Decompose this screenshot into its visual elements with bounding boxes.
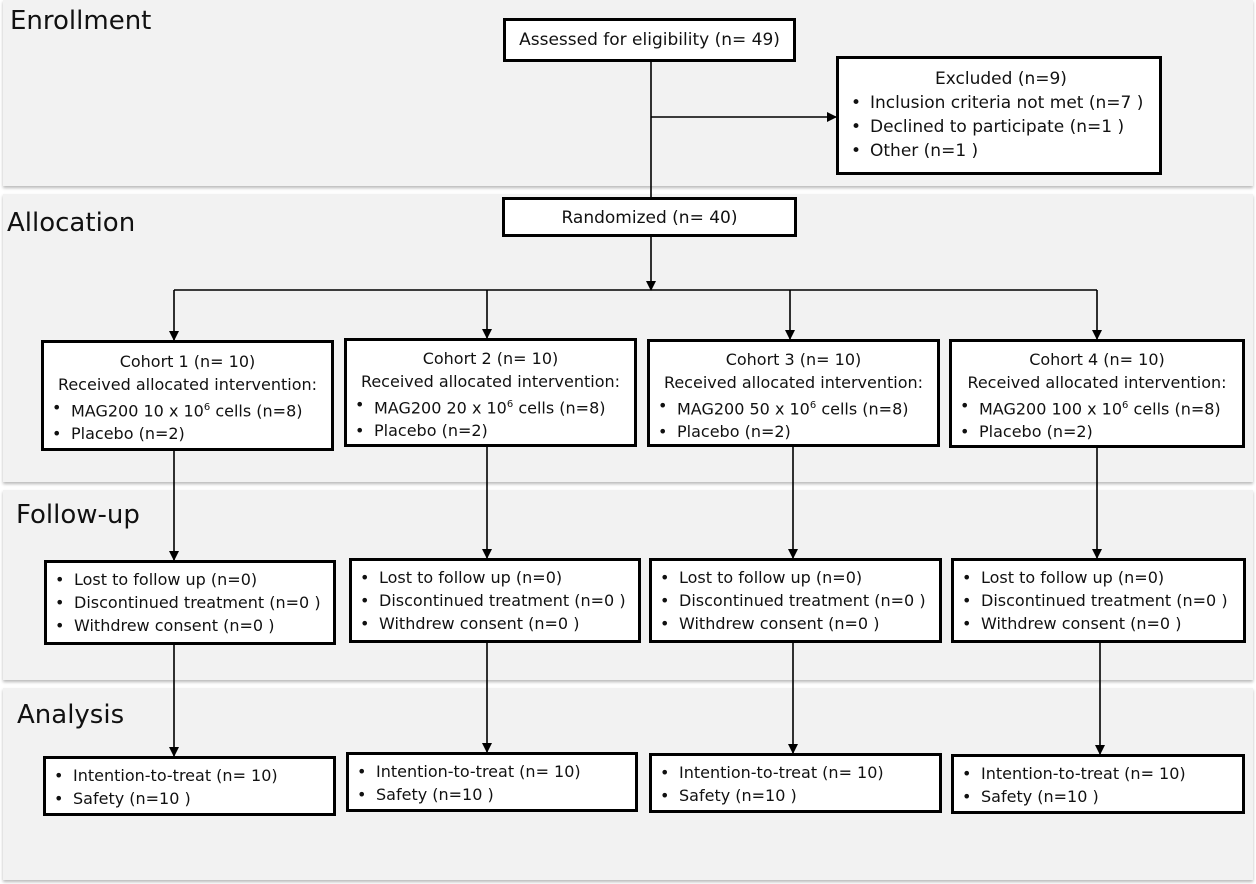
followup-item: Withdrew consent (n=0 ) [652, 612, 939, 635]
analysis-item: Safety (n=10 ) [954, 785, 1242, 808]
analysis-item: Safety (n=10 ) [349, 783, 635, 806]
cohort-title: Cohort 2 (n= 10) [422, 349, 559, 368]
cohort-arms: MAG200 100 x 106 cells (n=8) Placebo (n=… [952, 394, 1242, 443]
cohort-dose: MAG200 20 x 106 cells (n=8) [347, 393, 634, 419]
followup-item: Withdrew consent (n=0 ) [352, 612, 638, 635]
analysis-box-3: Intention-to-treat (n= 10) Safety (n=10 … [649, 753, 942, 813]
stage-title-allocation: Allocation [7, 208, 136, 238]
assessed-box: Assessed for eligibility (n= 49) [503, 18, 796, 62]
randomized-text: Randomized (n= 40) [561, 208, 738, 228]
cohort-subtitle: Received allocated intervention: [663, 373, 924, 392]
assessed-text: Assessed for eligibility (n= 49) [519, 30, 780, 50]
cohort-title: Cohort 3 (n= 10) [725, 350, 862, 369]
cohort-subtitle: Received allocated intervention: [57, 375, 318, 394]
analysis-box-2: Intention-to-treat (n= 10) Safety (n=10 … [346, 752, 638, 812]
analysis-list: Intention-to-treat (n= 10) Safety (n=10 … [954, 762, 1242, 808]
cohort-box-3: Cohort 3 (n= 10) Received allocated inte… [647, 339, 940, 447]
analysis-item: Intention-to-treat (n= 10) [349, 760, 635, 783]
analysis-list: Intention-to-treat (n= 10) Safety (n=10 … [652, 761, 939, 807]
stage-title-enrollment: Enrollment [10, 6, 152, 36]
analysis-box-1: Intention-to-treat (n= 10) Safety (n=10 … [43, 756, 336, 816]
cohort-dose: MAG200 10 x 106 cells (n=8) [44, 396, 331, 422]
cohort-arms: MAG200 10 x 106 cells (n=8) Placebo (n=2… [44, 396, 331, 445]
followup-item: Lost to follow up (n=0) [352, 566, 638, 589]
cohort-title: Cohort 4 (n= 10) [1029, 350, 1165, 369]
followup-list: Lost to follow up (n=0) Discontinued tre… [47, 568, 333, 637]
stage-title-analysis: Analysis [17, 700, 125, 730]
followup-box-2: Lost to follow up (n=0) Discontinued tre… [349, 558, 641, 643]
cohort-arms: MAG200 50 x 106 cells (n=8) Placebo (n=2… [650, 394, 937, 443]
followup-box-4: Lost to follow up (n=0) Discontinued tre… [951, 558, 1246, 643]
cohort-box-4: Cohort 4 (n= 10) Received allocated inte… [949, 339, 1245, 448]
cohort-box-1: Cohort 1 (n= 10) Received allocated inte… [41, 340, 334, 451]
excluded-item: Other (n=1 ) [843, 139, 1159, 163]
analysis-list: Intention-to-treat (n= 10) Safety (n=10 … [46, 764, 333, 810]
analysis-item: Safety (n=10 ) [652, 784, 939, 807]
cohort-subtitle: Received allocated intervention: [967, 373, 1227, 392]
followup-item: Lost to follow up (n=0) [652, 566, 939, 589]
excluded-title: Excluded (n=9) [935, 69, 1067, 89]
followup-item: Discontinued treatment (n=0 ) [352, 589, 638, 612]
excluded-list: Inclusion criteria not met (n=7 ) Declin… [843, 91, 1159, 163]
cohort-box-2: Cohort 2 (n= 10) Received allocated inte… [344, 338, 637, 447]
excluded-box: Excluded (n=9) Inclusion criteria not me… [836, 56, 1162, 175]
followup-item: Withdrew consent (n=0 ) [47, 614, 333, 637]
randomized-box: Randomized (n= 40) [502, 197, 797, 237]
followup-box-3: Lost to follow up (n=0) Discontinued tre… [649, 558, 942, 643]
cohort-placebo: Placebo (n=2) [347, 419, 634, 442]
followup-list: Lost to follow up (n=0) Discontinued tre… [652, 566, 939, 635]
followup-list: Lost to follow up (n=0) Discontinued tre… [352, 566, 638, 635]
cohort-placebo: Placebo (n=2) [650, 420, 937, 443]
stage-title-followup: Follow-up [16, 500, 140, 530]
excluded-item: Inclusion criteria not met (n=7 ) [843, 91, 1159, 115]
analysis-item: Intention-to-treat (n= 10) [954, 762, 1242, 785]
followup-list: Lost to follow up (n=0) Discontinued tre… [954, 566, 1243, 635]
followup-box-1: Lost to follow up (n=0) Discontinued tre… [44, 560, 336, 645]
analysis-list: Intention-to-treat (n= 10) Safety (n=10 … [349, 760, 635, 806]
analysis-box-4: Intention-to-treat (n= 10) Safety (n=10 … [951, 754, 1245, 814]
analysis-item: Safety (n=10 ) [46, 787, 333, 810]
cohort-title: Cohort 1 (n= 10) [119, 352, 256, 371]
analysis-item: Intention-to-treat (n= 10) [46, 764, 333, 787]
cohort-dose: MAG200 100 x 106 cells (n=8) [952, 394, 1242, 420]
analysis-item: Intention-to-treat (n= 10) [652, 761, 939, 784]
followup-item: Discontinued treatment (n=0 ) [47, 591, 333, 614]
cohort-dose: MAG200 50 x 106 cells (n=8) [650, 394, 937, 420]
cohort-arms: MAG200 20 x 106 cells (n=8) Placebo (n=2… [347, 393, 634, 442]
followup-item: Lost to follow up (n=0) [47, 568, 333, 591]
followup-item: Lost to follow up (n=0) [954, 566, 1243, 589]
cohort-placebo: Placebo (n=2) [44, 422, 331, 445]
followup-item: Discontinued treatment (n=0 ) [652, 589, 939, 612]
cohort-placebo: Placebo (n=2) [952, 420, 1242, 443]
cohort-subtitle: Received allocated intervention: [360, 372, 621, 391]
followup-item: Discontinued treatment (n=0 ) [954, 589, 1243, 612]
followup-item: Withdrew consent (n=0 ) [954, 612, 1243, 635]
excluded-item: Declined to participate (n=1 ) [843, 115, 1159, 139]
